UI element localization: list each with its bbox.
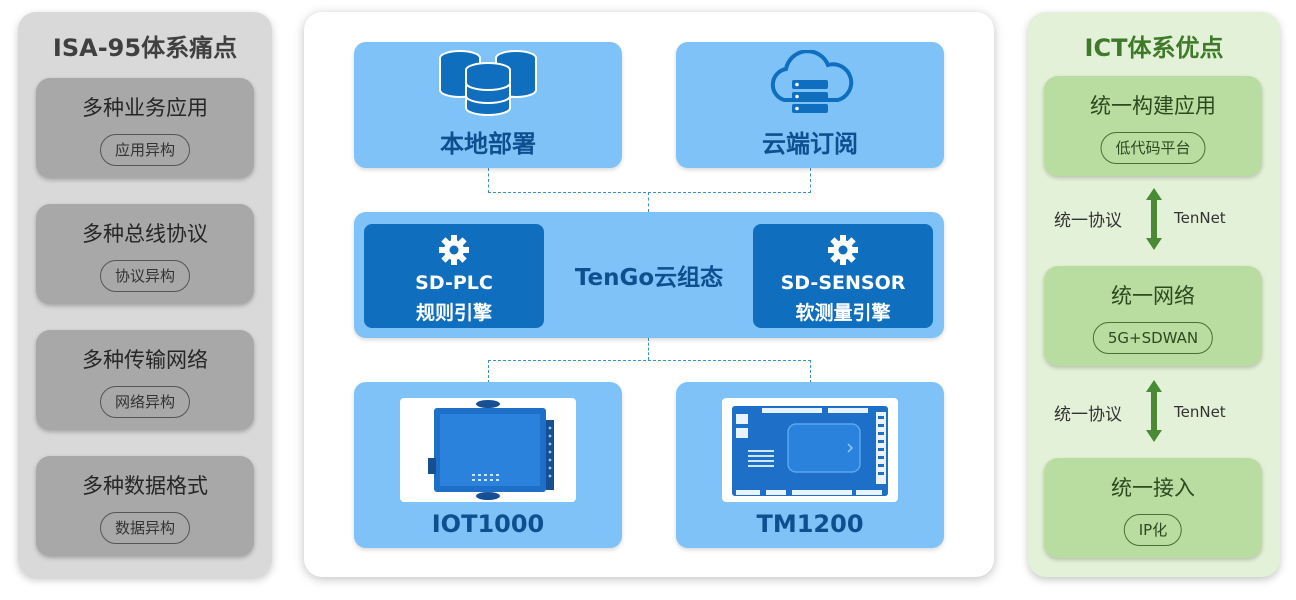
- cloud-subscribe-label: 云端订阅: [762, 130, 858, 158]
- pain-point-label: 多种传输网络: [82, 348, 208, 372]
- iot1000-card: IOT1000: [354, 382, 622, 548]
- pain-point-apps: 多种业务应用 应用异构: [36, 78, 254, 178]
- gateway-device-icon: [428, 400, 554, 500]
- iot1000-label: IOT1000: [431, 510, 545, 538]
- connector-tennet-label: TenNet: [1174, 209, 1226, 227]
- tm1200-device-image: [722, 398, 898, 502]
- sd-sensor-subtitle: 软测量引擎: [795, 302, 891, 324]
- pain-point-label: 多种业务应用: [82, 96, 208, 120]
- ict-item-tag: 低代码平台: [1100, 132, 1206, 164]
- tm1200-card: TM1200: [676, 382, 944, 548]
- isa95-panel-title: ISA-95体系痛点: [52, 34, 238, 62]
- sd-sensor-title: SD-SENSOR: [780, 272, 906, 294]
- database-icon: [439, 50, 537, 116]
- local-deploy-card: 本地部署: [354, 42, 622, 168]
- bottom-connector-stem: [648, 338, 649, 360]
- pain-point-label: 多种总线协议: [82, 222, 208, 246]
- local-deploy-label: 本地部署: [440, 130, 536, 158]
- ict-unified-access: 统一接入 IP化: [1044, 458, 1262, 558]
- pain-point-networks: 多种传输网络 网络异构: [36, 330, 254, 430]
- sd-plc-subtitle: 规则引擎: [415, 302, 492, 324]
- ict-item-tag: IP化: [1123, 514, 1183, 546]
- connector-protocol-label: 统一协议: [1054, 211, 1122, 231]
- top-connector-stem: [648, 192, 649, 212]
- connector-tennet-label: TenNet: [1174, 403, 1226, 421]
- sd-plc-title: SD-PLC: [415, 272, 493, 294]
- connector-protocol-label: 统一协议: [1054, 405, 1122, 425]
- controller-board-icon: [732, 406, 888, 496]
- ict-item-label: 统一构建应用: [1090, 94, 1216, 118]
- double-arrow-icon: [1146, 188, 1162, 250]
- cloud-subscribe-card: 云端订阅: [676, 42, 944, 168]
- sd-sensor-engine: SD-SENSOR 软测量引擎: [753, 224, 933, 328]
- ict-panel: ICT体系优点 统一构建应用 低代码平台 统一网络 5G+SDWAN 统一接入 …: [1028, 12, 1280, 577]
- top-connector-line: [488, 168, 811, 193]
- tm1200-label: TM1200: [756, 510, 864, 538]
- ict-unified-apps: 统一构建应用 低代码平台: [1044, 76, 1262, 176]
- pain-point-label: 多种数据格式: [82, 474, 208, 498]
- pain-point-protocols: 多种总线协议 协议异构: [36, 204, 254, 304]
- bottom-connector-line: [488, 360, 811, 383]
- ict-item-label: 统一接入: [1111, 476, 1195, 500]
- gear-icon: [439, 235, 469, 265]
- double-arrow-icon: [1146, 380, 1162, 442]
- ict-panel-title: ICT体系优点: [1084, 34, 1224, 62]
- ict-item-label: 统一网络: [1111, 284, 1195, 308]
- pain-point-tag: 应用异构: [99, 134, 191, 166]
- pain-point-data: 多种数据格式 数据异构: [36, 456, 254, 556]
- ict-unified-network: 统一网络 5G+SDWAN: [1044, 266, 1262, 366]
- pain-point-tag: 网络异构: [99, 386, 191, 418]
- gear-icon: [828, 235, 858, 265]
- pain-point-tag: 数据异构: [99, 512, 191, 544]
- cloud-server-icon: [770, 50, 854, 113]
- iot1000-device-image: [400, 398, 576, 502]
- isa95-panel: ISA-95体系痛点 多种业务应用 应用异构 多种总线协议 协议异构 多种传输网…: [18, 12, 272, 577]
- tengo-title: TenGo云组态: [574, 265, 724, 291]
- sd-plc-engine: SD-PLC 规则引擎: [364, 224, 544, 328]
- pain-point-tag: 协议异构: [99, 260, 191, 292]
- ict-item-tag: 5G+SDWAN: [1092, 322, 1214, 354]
